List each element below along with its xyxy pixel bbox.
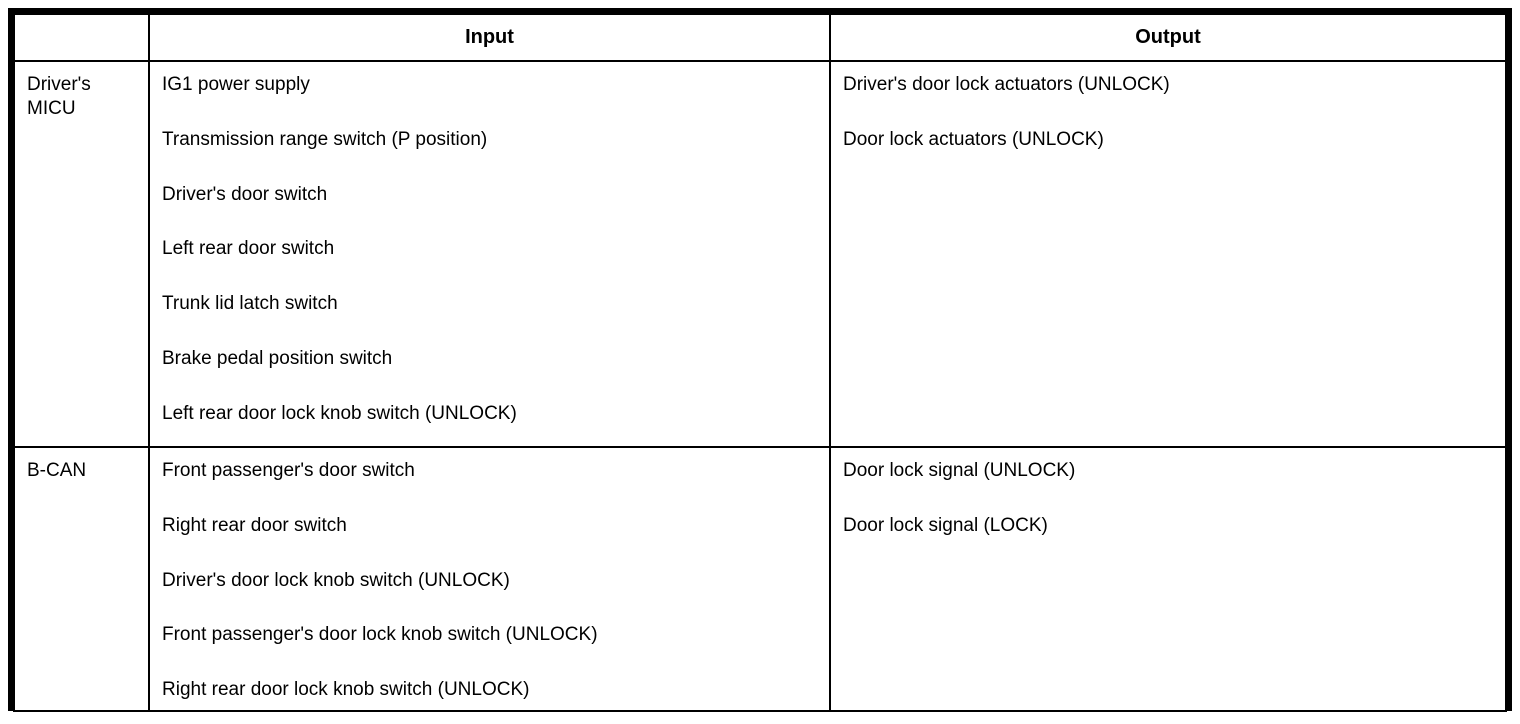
- header-row: Input Output: [13, 13, 1507, 62]
- bcan-input-cell: Front passenger's door switch Right rear…: [148, 446, 831, 712]
- column-header-input: Input: [148, 13, 831, 62]
- input-item: Front passenger's door switch: [162, 460, 415, 481]
- input-item: Left rear door switch: [162, 238, 335, 260]
- input-item: Left rear door lock knob switch (UNLOCK): [162, 402, 517, 424]
- micu-input-cell: IG1 power supply Transmission range swit…: [148, 60, 831, 448]
- bcan-output-cell: Door lock signal (UNLOCK) Door lock sign…: [829, 446, 1507, 712]
- table-row-micu: Driver's MICU IG1 power supply Transmiss…: [13, 60, 1507, 448]
- io-table-frame: Input Output Driver's MICU IG1 power sup…: [8, 8, 1512, 712]
- input-item: IG1 power supply: [162, 74, 310, 95]
- header-cell-blank: [13, 13, 150, 62]
- output-item: Driver's door lock actuators (UNLOCK): [843, 74, 1170, 95]
- micu-output-cell: Driver's door lock actuators (UNLOCK) Do…: [829, 60, 1507, 448]
- table-row-bcan: B-CAN Front passenger's door switch Righ…: [13, 446, 1507, 712]
- input-item: Transmission range switch (P position): [162, 128, 488, 150]
- input-item: Trunk lid latch switch: [162, 293, 338, 314]
- input-item: Right rear door switch: [162, 514, 347, 536]
- output-item: Door lock signal (LOCK): [843, 514, 1048, 536]
- output-item: Door lock signal (UNLOCK): [843, 460, 1076, 481]
- input-item: Driver's door switch: [162, 183, 328, 205]
- row-label-micu: Driver's MICU: [13, 60, 150, 448]
- input-item: Brake pedal position switch: [162, 347, 393, 369]
- column-header-output: Output: [829, 13, 1507, 62]
- input-item: Front passenger's door lock knob switch …: [162, 624, 598, 646]
- input-item: Right rear door lock knob switch (UNLOCK…: [162, 679, 530, 700]
- row-label-bcan: B-CAN: [13, 446, 150, 712]
- output-item: Door lock actuators (UNLOCK): [843, 128, 1104, 150]
- input-item: Driver's door lock knob switch (UNLOCK): [162, 569, 510, 591]
- io-table: Input Output Driver's MICU IG1 power sup…: [13, 13, 1507, 712]
